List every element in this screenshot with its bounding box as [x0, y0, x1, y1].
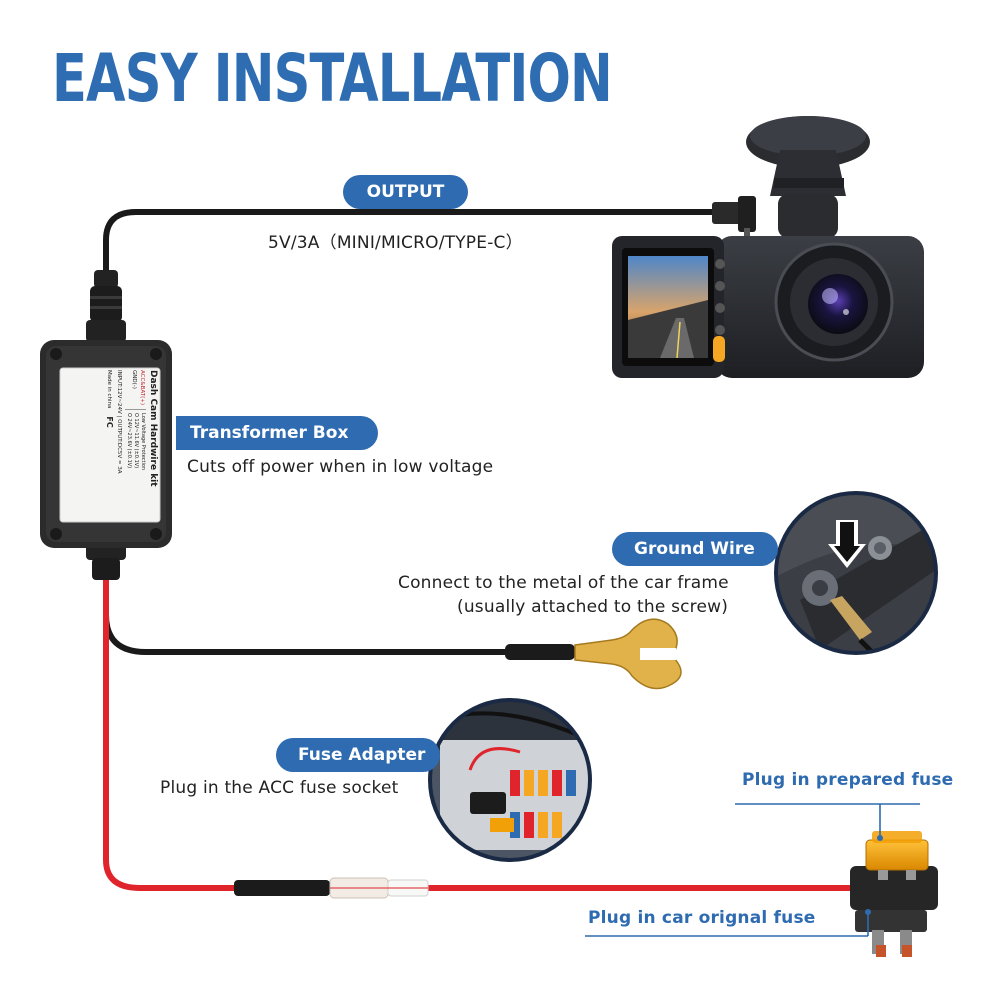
box-label-24v: O 24V~23.6V (±0.1V)	[126, 413, 132, 469]
fcc-logo: FC	[105, 416, 114, 428]
transformer-desc: Cuts off power when in low voltage	[187, 457, 494, 477]
output-badge: OUTPUT	[343, 175, 468, 209]
fuse-box-photo	[428, 698, 592, 862]
fuse-tap	[850, 831, 938, 957]
original-fuse-label: Plug in car orignal fuse	[588, 908, 816, 928]
dash-cam	[612, 116, 924, 378]
box-label: Dash Cam Hardwire kit ACC&BAT(+) GND(-) …	[60, 368, 160, 522]
box-label-12v: O 12V~11.6V (±0.1V)	[133, 413, 139, 469]
box-label-io: INPUT:12V~24V | OUTPUT:DC5V = 3A	[116, 370, 122, 474]
transformer-badge: Transformer Box	[176, 416, 378, 450]
ground-desc-line1: Connect to the metal of the car frame	[398, 573, 729, 593]
box-label-lvp: Low Voltage Protection	[140, 413, 146, 471]
prepared-fuse-label: Plug in prepared fuse	[742, 770, 954, 790]
inline-fuse-holder	[234, 877, 429, 899]
output-spec: 5V/3A（MINI/MICRO/TYPE-C）	[268, 233, 523, 253]
box-label-gnd: GND(-)	[131, 370, 137, 389]
box-label-origin: Made in china	[106, 370, 113, 409]
ground-terminal	[505, 618, 682, 690]
transformer-box	[40, 270, 172, 580]
ground-photo	[774, 491, 938, 655]
fuse-desc: Plug in the ACC fuse socket	[160, 778, 399, 798]
box-label-title: Dash Cam Hardwire kit	[148, 370, 158, 487]
ground-badge: Ground Wire	[612, 532, 778, 566]
ground-desc-line2: (usually attached to the screw)	[457, 597, 729, 617]
box-label-acc: ACC&BAT(+)	[139, 370, 145, 406]
fuse-badge: Fuse Adapter	[276, 738, 440, 772]
fuse-cable	[103, 577, 858, 891]
output-cable	[103, 209, 721, 278]
page-title: EASY INSTALLATION	[52, 40, 613, 117]
